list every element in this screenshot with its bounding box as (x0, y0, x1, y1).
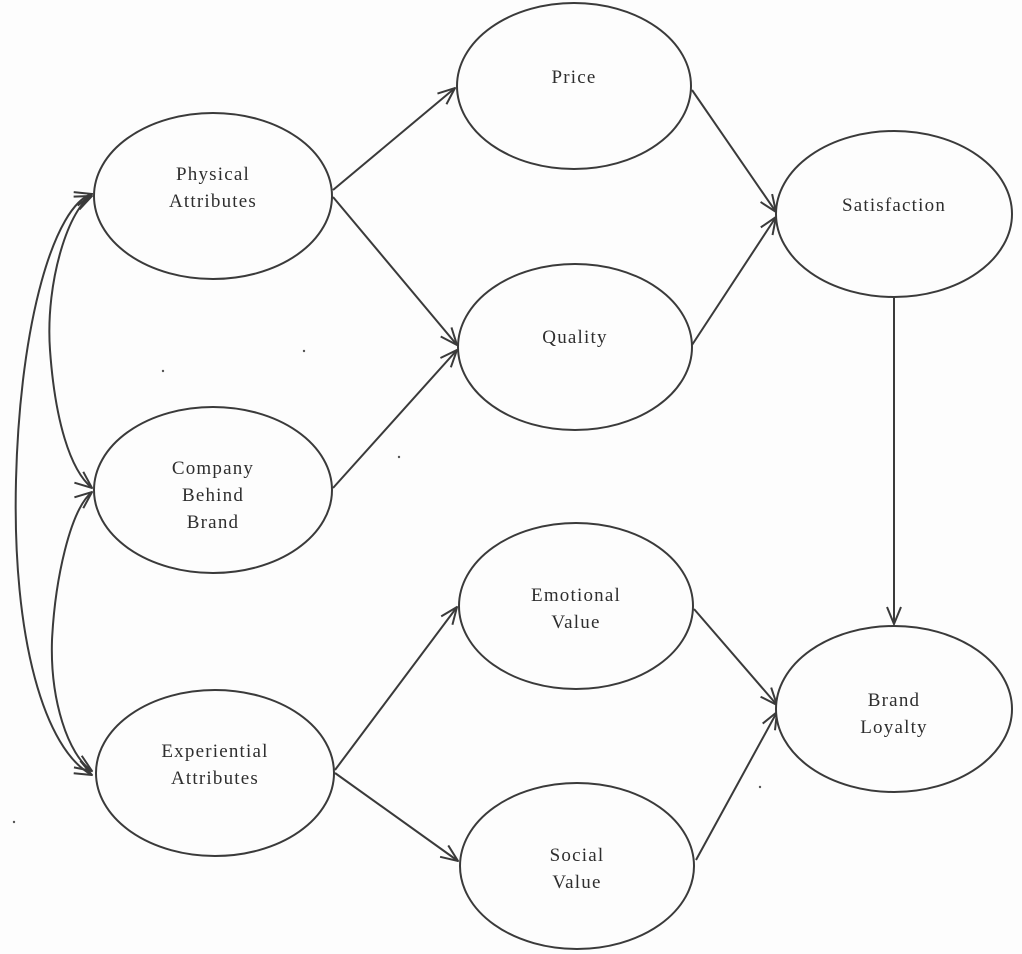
node-satisfaction-label: Satisfaction (842, 195, 946, 216)
node-satisfaction-ellipse (775, 130, 1013, 298)
node-social-ellipse (459, 782, 695, 950)
node-company-label: Brand (187, 512, 239, 533)
node-loyalty-label: Loyalty (860, 717, 928, 738)
node-experiential-label: Attributes (171, 768, 259, 789)
node-social-label: Social (550, 845, 605, 866)
correlation-company-experiential (50, 492, 92, 771)
arrow-experiential-to-social (334, 772, 458, 861)
node-social-label: Value (552, 872, 601, 893)
correlation-physical-experiential (14, 194, 92, 775)
arrow-physical-to-price (332, 88, 455, 191)
node-physical-label: Attributes (169, 191, 257, 212)
node-price: Price (456, 2, 692, 170)
correlation-arcs (14, 194, 92, 775)
node-experiential-ellipse (95, 689, 335, 857)
scan-speck (397, 455, 401, 459)
scan-speck (758, 785, 762, 789)
arrow-social-to-loyalty (695, 712, 777, 861)
node-loyalty-ellipse (775, 625, 1013, 793)
arrow-company-to-quality (332, 350, 457, 489)
node-loyalty-label: Brand (868, 690, 920, 711)
node-physical-label: Physical (176, 164, 250, 185)
node-emotional-label: Value (551, 612, 600, 633)
node-quality: Quality (457, 263, 693, 431)
scan-speck (302, 349, 306, 353)
arrow-emotional-to-loyalty (693, 608, 777, 705)
node-experiential-label: Experiential (161, 741, 268, 762)
node-emotional-label: Emotional (531, 585, 621, 606)
node-price-ellipse (456, 2, 692, 170)
construct-nodes: PhysicalAttributesCompanyBehindBrandExpe… (93, 2, 1013, 950)
arrow-price-to-satisfaction (691, 89, 776, 212)
node-company-label: Behind (182, 485, 244, 506)
scan-speck (12, 820, 16, 824)
node-satisfaction: Satisfaction (775, 130, 1013, 298)
arrow-quality-to-satisfaction (691, 217, 776, 346)
scan-speck (161, 369, 165, 373)
arrow-physical-to-quality (332, 196, 457, 345)
node-company-ellipse (93, 406, 333, 574)
node-physical-ellipse (93, 112, 333, 280)
path-arrows (332, 88, 894, 861)
node-quality-label: Quality (542, 327, 607, 348)
node-emotional-ellipse (458, 522, 694, 690)
node-quality-ellipse (457, 263, 693, 431)
node-price-label: Price (551, 67, 596, 88)
arrow-experiential-to-emotional (334, 607, 457, 771)
node-company-label: Company (172, 458, 254, 479)
correlation-physical-company (48, 196, 92, 488)
